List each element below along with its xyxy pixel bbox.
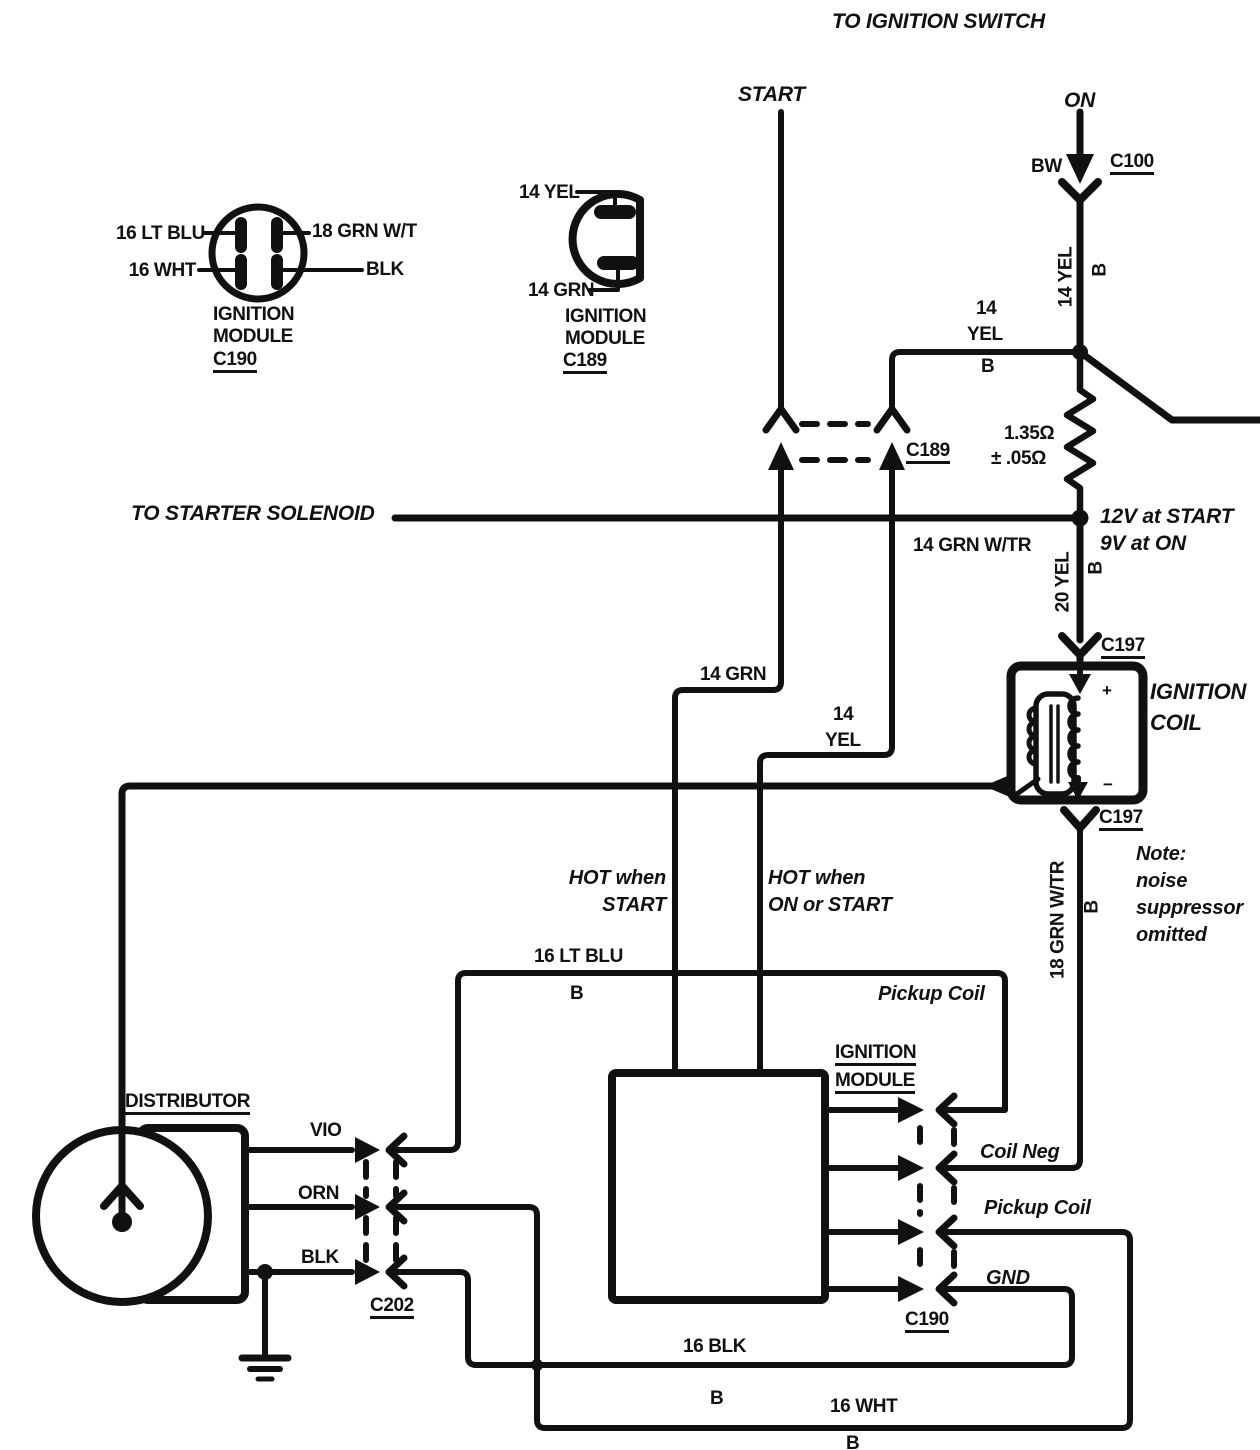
on-label: ON bbox=[1064, 89, 1096, 112]
wire-16-blk bbox=[386, 1269, 1075, 1368]
coil-neg-label: Coil Neg bbox=[980, 1141, 1060, 1163]
ignition-coil-shape bbox=[1006, 661, 1148, 832]
wire-16-wht-b: B bbox=[846, 1433, 860, 1450]
wire-18-grn-wtr-label: 18 GRN W/TR bbox=[1047, 860, 1069, 980]
c190-round-name-line2: MODULE bbox=[213, 326, 293, 347]
gnd-label: GND bbox=[986, 1267, 1030, 1289]
wire-14-yel-vert-label: 14 YEL bbox=[1055, 246, 1077, 308]
note-line2: noise bbox=[1136, 870, 1188, 892]
c189-round-connector-shape bbox=[568, 190, 644, 292]
distributor-name: DISTRIBUTOR bbox=[125, 1092, 250, 1115]
ignition-coil-name-line2: COIL bbox=[1150, 710, 1202, 735]
note-line1: Note: bbox=[1136, 843, 1187, 865]
wire-16-lt-blu bbox=[386, 970, 1008, 1153]
coil-plus-sign: + bbox=[1102, 681, 1112, 700]
c189-round-name-line2: MODULE bbox=[565, 328, 645, 349]
c189-round-name-line1: IGNITION bbox=[565, 306, 647, 327]
wire-16-wht-label: 16 WHT bbox=[830, 1396, 898, 1417]
ignition-coil-name-line1: IGNITION bbox=[1150, 679, 1247, 704]
bw-wire-label: BW bbox=[1031, 156, 1062, 177]
hot-when-start-line2: START bbox=[602, 894, 666, 916]
wire-16-wht bbox=[386, 1204, 1133, 1431]
wire-18-grn-wtr bbox=[936, 825, 1083, 1171]
c197-bottom-label: C197 bbox=[1099, 808, 1143, 831]
start-label: START bbox=[738, 83, 806, 106]
wire-stack-b: B bbox=[981, 356, 995, 377]
c197-top-label: C197 bbox=[1101, 636, 1145, 659]
wire-18-grn-wtr-b: B bbox=[1081, 900, 1103, 914]
wire-14-grn-label: 14 GRN bbox=[700, 664, 767, 685]
resistor-tolerance: ± .05Ω bbox=[991, 448, 1046, 469]
wire-14-yel bbox=[757, 467, 895, 1076]
c190-pin-top-left-label: 16 LT BLU bbox=[116, 223, 205, 244]
c190-round-name-line1: IGNITION bbox=[213, 304, 295, 325]
wire-16-blk-label: 16 BLK bbox=[683, 1336, 747, 1357]
wire-16-lt-blu-label: 16 LT BLU bbox=[534, 946, 623, 967]
ground-symbol bbox=[238, 1264, 292, 1382]
ignition-module-name-line1: IGNITION bbox=[835, 1043, 917, 1066]
distributor-shape bbox=[32, 1124, 249, 1306]
wire-blk-label: BLK bbox=[301, 1247, 339, 1268]
c190-pin-bottom-right-label: BLK bbox=[366, 259, 404, 280]
resistor-value: 1.35Ω bbox=[1004, 423, 1055, 444]
ignition-module-name-line2: MODULE bbox=[835, 1071, 915, 1094]
wire-orn-label: ORN bbox=[298, 1183, 340, 1204]
wire-20-yel-b: B bbox=[1085, 561, 1107, 575]
c189-pin-bottom-label: 14 GRN bbox=[528, 280, 595, 301]
c202-connector-label: C202 bbox=[370, 1296, 414, 1319]
wire-14-yel-jog-yel: YEL bbox=[825, 730, 861, 751]
c190-inline-label: C190 bbox=[905, 1310, 949, 1333]
coil-to-distributor-wire bbox=[100, 774, 1015, 1232]
wire-stack-14: 14 bbox=[976, 298, 997, 319]
c189-inline-label: C189 bbox=[906, 441, 950, 464]
wire-cross-blob bbox=[531, 1359, 543, 1371]
wire-16-blk-b: B bbox=[710, 1388, 724, 1409]
note-line4: omitted bbox=[1136, 924, 1207, 946]
wire-14-grn bbox=[672, 467, 784, 1076]
c190-inline-connector-shape bbox=[822, 1092, 958, 1307]
page-title: TO IGNITION SWITCH bbox=[832, 10, 1046, 33]
wire-14-yel-vert-b: B bbox=[1089, 263, 1111, 277]
c100-connector-label: C100 bbox=[1110, 152, 1154, 175]
voltage-start-label: 12V at START bbox=[1100, 505, 1234, 528]
ignition-feed-wires bbox=[391, 108, 1260, 670]
coil-minus-sign: − bbox=[1103, 775, 1113, 794]
pickup-coil-top-label: Pickup Coil bbox=[878, 983, 985, 1005]
hot-when-start-line1: HOT when bbox=[568, 867, 666, 889]
c190-round-connector-shape bbox=[197, 203, 364, 303]
ignition-module-box bbox=[608, 1069, 829, 1304]
starter-solenoid-label: TO STARTER SOLENOID bbox=[131, 502, 375, 525]
c190-pin-top-right-label: 18 GRN W/T bbox=[312, 221, 417, 242]
wire-vio-label: VIO bbox=[310, 1120, 342, 1141]
wire-14-yel-jog-14: 14 bbox=[833, 704, 854, 725]
c189-round-code: C189 bbox=[563, 351, 607, 374]
wire-14-grn-wtr-label: 14 GRN W/TR bbox=[913, 535, 1032, 556]
wire-20-yel-label: 20 YEL bbox=[1052, 551, 1074, 613]
wire-stack-yel: YEL bbox=[967, 324, 1003, 345]
voltage-on-label: 9V at ON bbox=[1100, 532, 1186, 555]
wire-16-lt-blu-b: B bbox=[570, 983, 584, 1004]
hot-when-on-line1: HOT when bbox=[768, 867, 866, 889]
hot-when-on-line2: ON or START bbox=[768, 894, 892, 916]
c190-round-code: C190 bbox=[213, 350, 257, 373]
note-line3: suppressor bbox=[1136, 897, 1243, 919]
c190-pin-bottom-left-label: 16 WHT bbox=[128, 260, 197, 281]
pickup-coil-label: Pickup Coil bbox=[984, 1197, 1091, 1219]
c189-inline-connector-shape bbox=[762, 109, 911, 470]
c189-pin-top-label: 14 YEL bbox=[519, 182, 580, 203]
